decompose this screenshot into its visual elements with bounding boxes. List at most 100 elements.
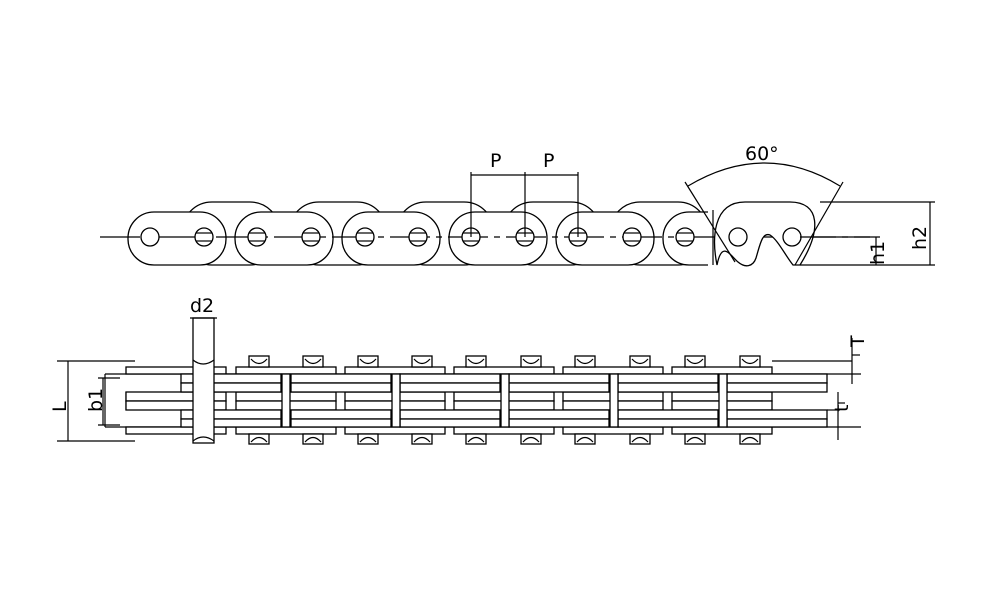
roller-bottom	[739, 433, 761, 445]
outer-plate	[671, 366, 773, 375]
outer-plate	[562, 426, 664, 435]
roller-bottom	[357, 433, 379, 445]
outer-plate	[562, 366, 664, 375]
outer-plate	[235, 366, 337, 375]
pin-arc	[192, 359, 215, 442]
roller-arc	[631, 358, 649, 365]
inner-plate	[508, 382, 610, 393]
d2-label: d2	[190, 295, 214, 317]
outer-plate	[453, 426, 555, 435]
roller-arc	[359, 358, 377, 365]
outer-plate	[344, 366, 446, 375]
roller-top	[248, 355, 270, 368]
pin	[718, 373, 728, 428]
roller-top	[465, 355, 487, 368]
inner-plate	[508, 418, 610, 428]
roller-arc	[413, 436, 431, 443]
inner-plate	[399, 373, 501, 384]
roller-arc	[413, 358, 431, 365]
pin-hole	[728, 227, 748, 247]
roller-arc	[576, 436, 594, 443]
outer-plate	[125, 426, 227, 435]
inner-plate	[399, 409, 501, 420]
front-link-plate	[234, 211, 334, 266]
inner-plate	[726, 373, 828, 384]
outer-plate	[344, 426, 446, 435]
top-view	[57, 317, 861, 445]
angle-label: 60°	[745, 143, 779, 165]
outer-plate	[671, 426, 773, 435]
inner-plate	[290, 373, 392, 384]
front-link-plate	[341, 211, 441, 266]
roller-bottom	[629, 433, 651, 445]
roller-top	[739, 355, 761, 368]
pin-hole	[622, 227, 642, 247]
roller-arc	[522, 358, 540, 365]
roller-top	[411, 355, 433, 368]
inner-plate	[617, 382, 719, 393]
outer-plate	[453, 366, 555, 375]
roller-top	[302, 355, 324, 368]
h2-label: h2	[909, 226, 931, 250]
roller-arc	[467, 358, 485, 365]
angle-line-left	[684, 181, 736, 263]
front-link-plate	[127, 211, 227, 266]
pin-hole	[782, 227, 802, 247]
h1-label: h1	[867, 241, 889, 265]
roller-top	[520, 355, 542, 368]
inner-plate	[617, 373, 719, 384]
roller-bottom	[520, 433, 542, 445]
roller-arc	[686, 436, 704, 443]
pitch-label-1: P	[490, 150, 501, 172]
pin-hole	[355, 227, 375, 247]
inner-plate	[290, 382, 392, 393]
roller-arc	[359, 436, 377, 443]
L-label: L	[49, 401, 71, 412]
roller-arc	[304, 436, 322, 443]
roller-arc	[304, 358, 322, 365]
inner-plate	[290, 409, 392, 420]
outer-plate	[125, 366, 227, 375]
outer-plate	[125, 400, 227, 411]
roller-arc	[741, 436, 759, 443]
pitch-label-2: P	[543, 150, 554, 172]
roller-arc	[250, 358, 268, 365]
roller-arc	[250, 436, 268, 443]
inner-plate	[290, 418, 392, 428]
pin	[609, 373, 619, 428]
inner-plate	[180, 418, 282, 428]
pin-hole	[194, 227, 214, 247]
front-link-plate	[555, 211, 655, 266]
pin-hole	[301, 227, 321, 247]
profile-link	[713, 201, 816, 267]
inner-plate	[399, 382, 501, 393]
roller-top	[684, 355, 706, 368]
pin-hole	[140, 227, 160, 247]
outer-plate	[235, 426, 337, 435]
angle-arc	[687, 162, 841, 187]
roller-arc	[741, 358, 759, 365]
inner-plate	[508, 409, 610, 420]
pin	[391, 373, 401, 428]
roller-arc	[467, 436, 485, 443]
side-view	[100, 162, 935, 270]
roller-bottom	[302, 433, 324, 445]
pin	[281, 373, 291, 428]
d2-pin	[192, 317, 215, 444]
pin	[500, 373, 510, 428]
inner-plate	[726, 409, 828, 420]
roller-bottom	[465, 433, 487, 445]
roller-bottom	[684, 433, 706, 445]
pin-hole	[247, 227, 267, 247]
roller-bottom	[411, 433, 433, 445]
inner-plate	[180, 382, 282, 393]
roller-arc	[686, 358, 704, 365]
angle-line-right	[794, 181, 844, 266]
roller-top	[357, 355, 379, 368]
t-label: t	[831, 405, 853, 412]
roller-top	[574, 355, 596, 368]
roller-bottom	[248, 433, 270, 445]
pin-hole	[408, 227, 428, 247]
roller-top	[629, 355, 651, 368]
